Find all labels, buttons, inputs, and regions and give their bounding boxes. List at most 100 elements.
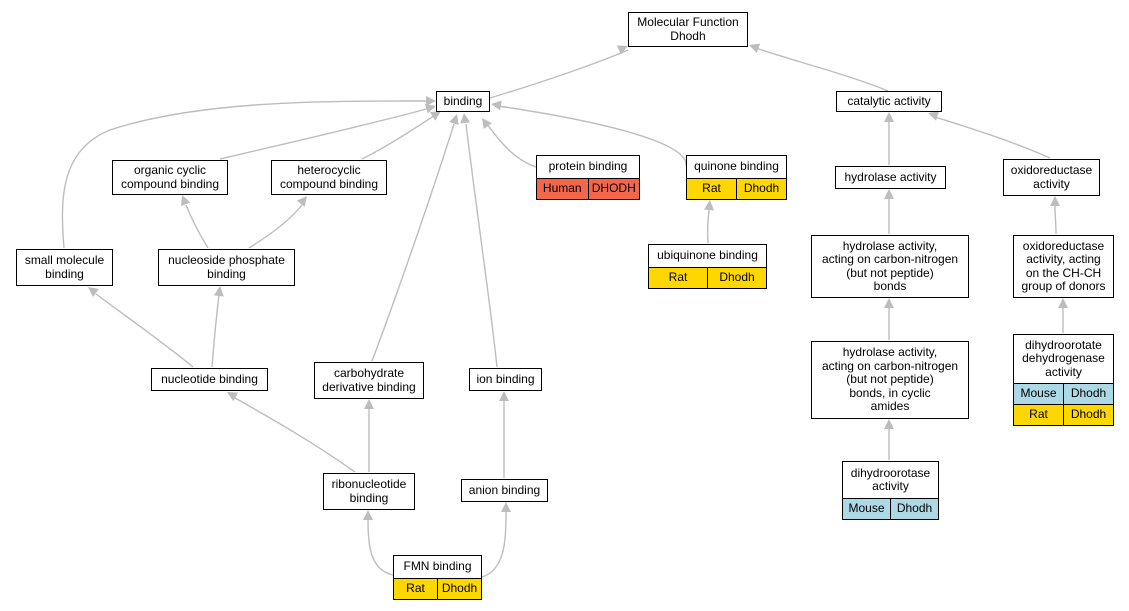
- gene-cell: Dhodh: [437, 579, 481, 599]
- species-cell-rat: Rat: [1014, 405, 1063, 425]
- node-label: dihydroorotase activity: [850, 465, 931, 493]
- node-small-molecule-binding[interactable]: small molecule binding: [16, 249, 113, 286]
- species-cell-rat: Rat: [687, 179, 736, 199]
- arrowhead-hydrolase-to-catalytic: [884, 112, 894, 122]
- node-binding[interactable]: binding: [436, 91, 490, 112]
- arrowhead-organic-cyclic: [425, 103, 436, 114]
- gene-cell: Dhodh: [707, 268, 766, 288]
- node-label: hydrolase activity, acting on carbon-nit…: [821, 345, 959, 414]
- node-label: Molecular Function Dhodh: [637, 15, 739, 43]
- gene-cell: DHODH: [587, 179, 639, 199]
- edge-ribo-from-fmn: [367, 519, 394, 576]
- node-nucleoside-phosphate-binding[interactable]: nucleoside phosphate binding: [158, 249, 295, 286]
- arrowhead-catalytic-activity: [749, 43, 761, 54]
- arrowhead-heterocyclic: [429, 111, 441, 121]
- node-molecular-function[interactable]: Molecular Function Dhodh: [628, 12, 748, 47]
- arrowhead-small-from-nucleotide: [88, 287, 99, 297]
- edge-carbohydrate: [371, 123, 455, 362]
- arrowhead-hcnc-to-hcn: [884, 298, 894, 308]
- edge-ion: [465, 123, 498, 368]
- node-label: oxidoreductase activity, acting on the C…: [1021, 238, 1106, 293]
- node-quinone-binding[interactable]: quinone binding Rat Dhodh: [686, 155, 787, 200]
- arrowhead-small-molecule: [426, 96, 436, 106]
- node-heterocyclic-compound-binding[interactable]: heterocyclic compound binding: [271, 160, 387, 195]
- edge-organic-cyclic: [219, 107, 431, 160]
- node-label: small molecule binding: [24, 253, 105, 281]
- node-label: catalytic activity: [847, 93, 931, 108]
- edge-anion-from-fmn: [481, 511, 507, 578]
- node-label: nucleotide binding: [161, 371, 258, 386]
- node-label: hydrolase activity, acting on carbon-nit…: [821, 238, 959, 293]
- arrowhead-dhod-to-chch: [1058, 298, 1068, 308]
- node-dihydroorotase-activity[interactable]: dihydroorotase activity Mouse Dhodh: [842, 461, 939, 520]
- species-cell-mouse: Mouse: [1014, 384, 1063, 404]
- edge-ubiq-to-quinone: [706, 209, 710, 244]
- node-nucleotide-binding[interactable]: nucleotide binding: [151, 368, 268, 391]
- gene-cell: Dhodh: [736, 179, 786, 199]
- species-cell-rat: Rat: [394, 579, 437, 599]
- edge-nuc-from-ribo: [234, 397, 356, 473]
- annotation-row: Mouse Dhodh: [843, 498, 938, 519]
- gene-cell: Dhodh: [1063, 405, 1113, 425]
- node-dihydroorotate-dehydrogenase-activity[interactable]: dihydroorotate dehydrogenase activity Mo…: [1013, 334, 1114, 426]
- arrowhead-anion-from-fmn: [501, 502, 511, 512]
- arrowhead-nucleoside-from-nucleotide: [213, 286, 224, 297]
- arrowhead-protein-binding: [482, 118, 492, 130]
- node-label: ubiquinone binding: [657, 248, 758, 263]
- edge-nucleoside-from-nucleotide: [211, 293, 220, 368]
- annotation-row-rat: Rat Dhodh: [1014, 404, 1113, 425]
- arrowhead-carbo-from-ribo: [364, 399, 374, 409]
- edge-quinone-binding: [497, 105, 687, 167]
- edge-nuc-phos-to-hetero: [248, 204, 303, 249]
- annotation-row: Human DHODH: [537, 178, 639, 199]
- node-label: anion binding: [468, 482, 541, 497]
- edge-binding: [489, 49, 629, 99]
- edge-chch-to-oxido: [1054, 205, 1057, 235]
- arrowhead-oxido-to-catalytic: [928, 111, 940, 121]
- arrowhead-nuc-from-ribo: [227, 392, 239, 402]
- node-anion-binding[interactable]: anion binding: [461, 479, 548, 502]
- annotation-row: Rat Dhodh: [394, 578, 481, 599]
- node-label: binding: [443, 93, 483, 108]
- annotation-row: Rat Dhodh: [649, 267, 766, 288]
- node-label: nucleoside phosphate binding: [168, 253, 285, 281]
- node-oxidoreductase-activity[interactable]: oxidoreductase activity: [1003, 159, 1100, 196]
- node-fmn-binding[interactable]: FMN binding Rat Dhodh: [393, 555, 482, 600]
- arrowhead-ubiq-to-quinone: [704, 200, 714, 211]
- node-ubiquinone-binding[interactable]: ubiquinone binding Rat Dhodh: [648, 244, 767, 289]
- node-ion-binding[interactable]: ion binding: [469, 368, 542, 391]
- edge-nuc-phos-to-organic: [185, 204, 209, 249]
- node-hydrolase-cn-cyclic-amides[interactable]: hydrolase activity, acting on carbon-nit…: [811, 341, 969, 419]
- node-label: FMN binding: [403, 559, 472, 574]
- node-label: heterocyclic compound binding: [279, 163, 379, 191]
- arrowhead-dhase-to-hcnc: [884, 419, 894, 429]
- edge-small-from-nucleotide: [95, 293, 194, 368]
- node-label: protein binding: [548, 159, 628, 174]
- species-cell-rat: Rat: [649, 268, 707, 288]
- node-oxidoreductase-chch[interactable]: oxidoreductase activity, acting on the C…: [1013, 235, 1114, 298]
- node-label: organic cyclic compound binding: [120, 163, 220, 191]
- arrowhead-carbohydrate: [449, 114, 459, 126]
- gene-cell: Dhodh: [890, 499, 938, 519]
- node-ribonucleotide-binding[interactable]: ribonucleotide binding: [323, 473, 415, 510]
- node-hydrolase-activity[interactable]: hydrolase activity: [835, 166, 946, 189]
- node-organic-cyclic-compound-binding[interactable]: organic cyclic compound binding: [112, 160, 228, 195]
- arrowhead-binding: [616, 45, 628, 55]
- annotation-row-mouse: Mouse Dhodh: [1014, 383, 1113, 404]
- edge-catalytic-activity: [755, 47, 889, 92]
- node-label: oxidoreductase activity: [1010, 163, 1093, 191]
- arrowhead-nuc-phos-to-organic: [181, 195, 191, 207]
- arrowhead-chch-to-oxido: [1050, 196, 1060, 206]
- node-hydrolase-cn-bonds[interactable]: hydrolase activity, acting on carbon-nit…: [811, 235, 969, 298]
- node-catalytic-activity[interactable]: catalytic activity: [836, 91, 942, 112]
- node-carbohydrate-derivative-binding[interactable]: carbohydrate derivative binding: [314, 362, 424, 399]
- node-protein-binding[interactable]: protein binding Human DHODH: [536, 155, 640, 200]
- arrowhead-hcn-to-hydrolase: [884, 189, 894, 199]
- arrowhead-nuc-phos-to-hetero: [296, 196, 307, 207]
- node-label: ion binding: [476, 371, 535, 386]
- edge-heterocyclic: [361, 113, 438, 160]
- arrowhead-ribo-from-fmn: [363, 510, 373, 520]
- edge-small-molecule: [61, 100, 429, 249]
